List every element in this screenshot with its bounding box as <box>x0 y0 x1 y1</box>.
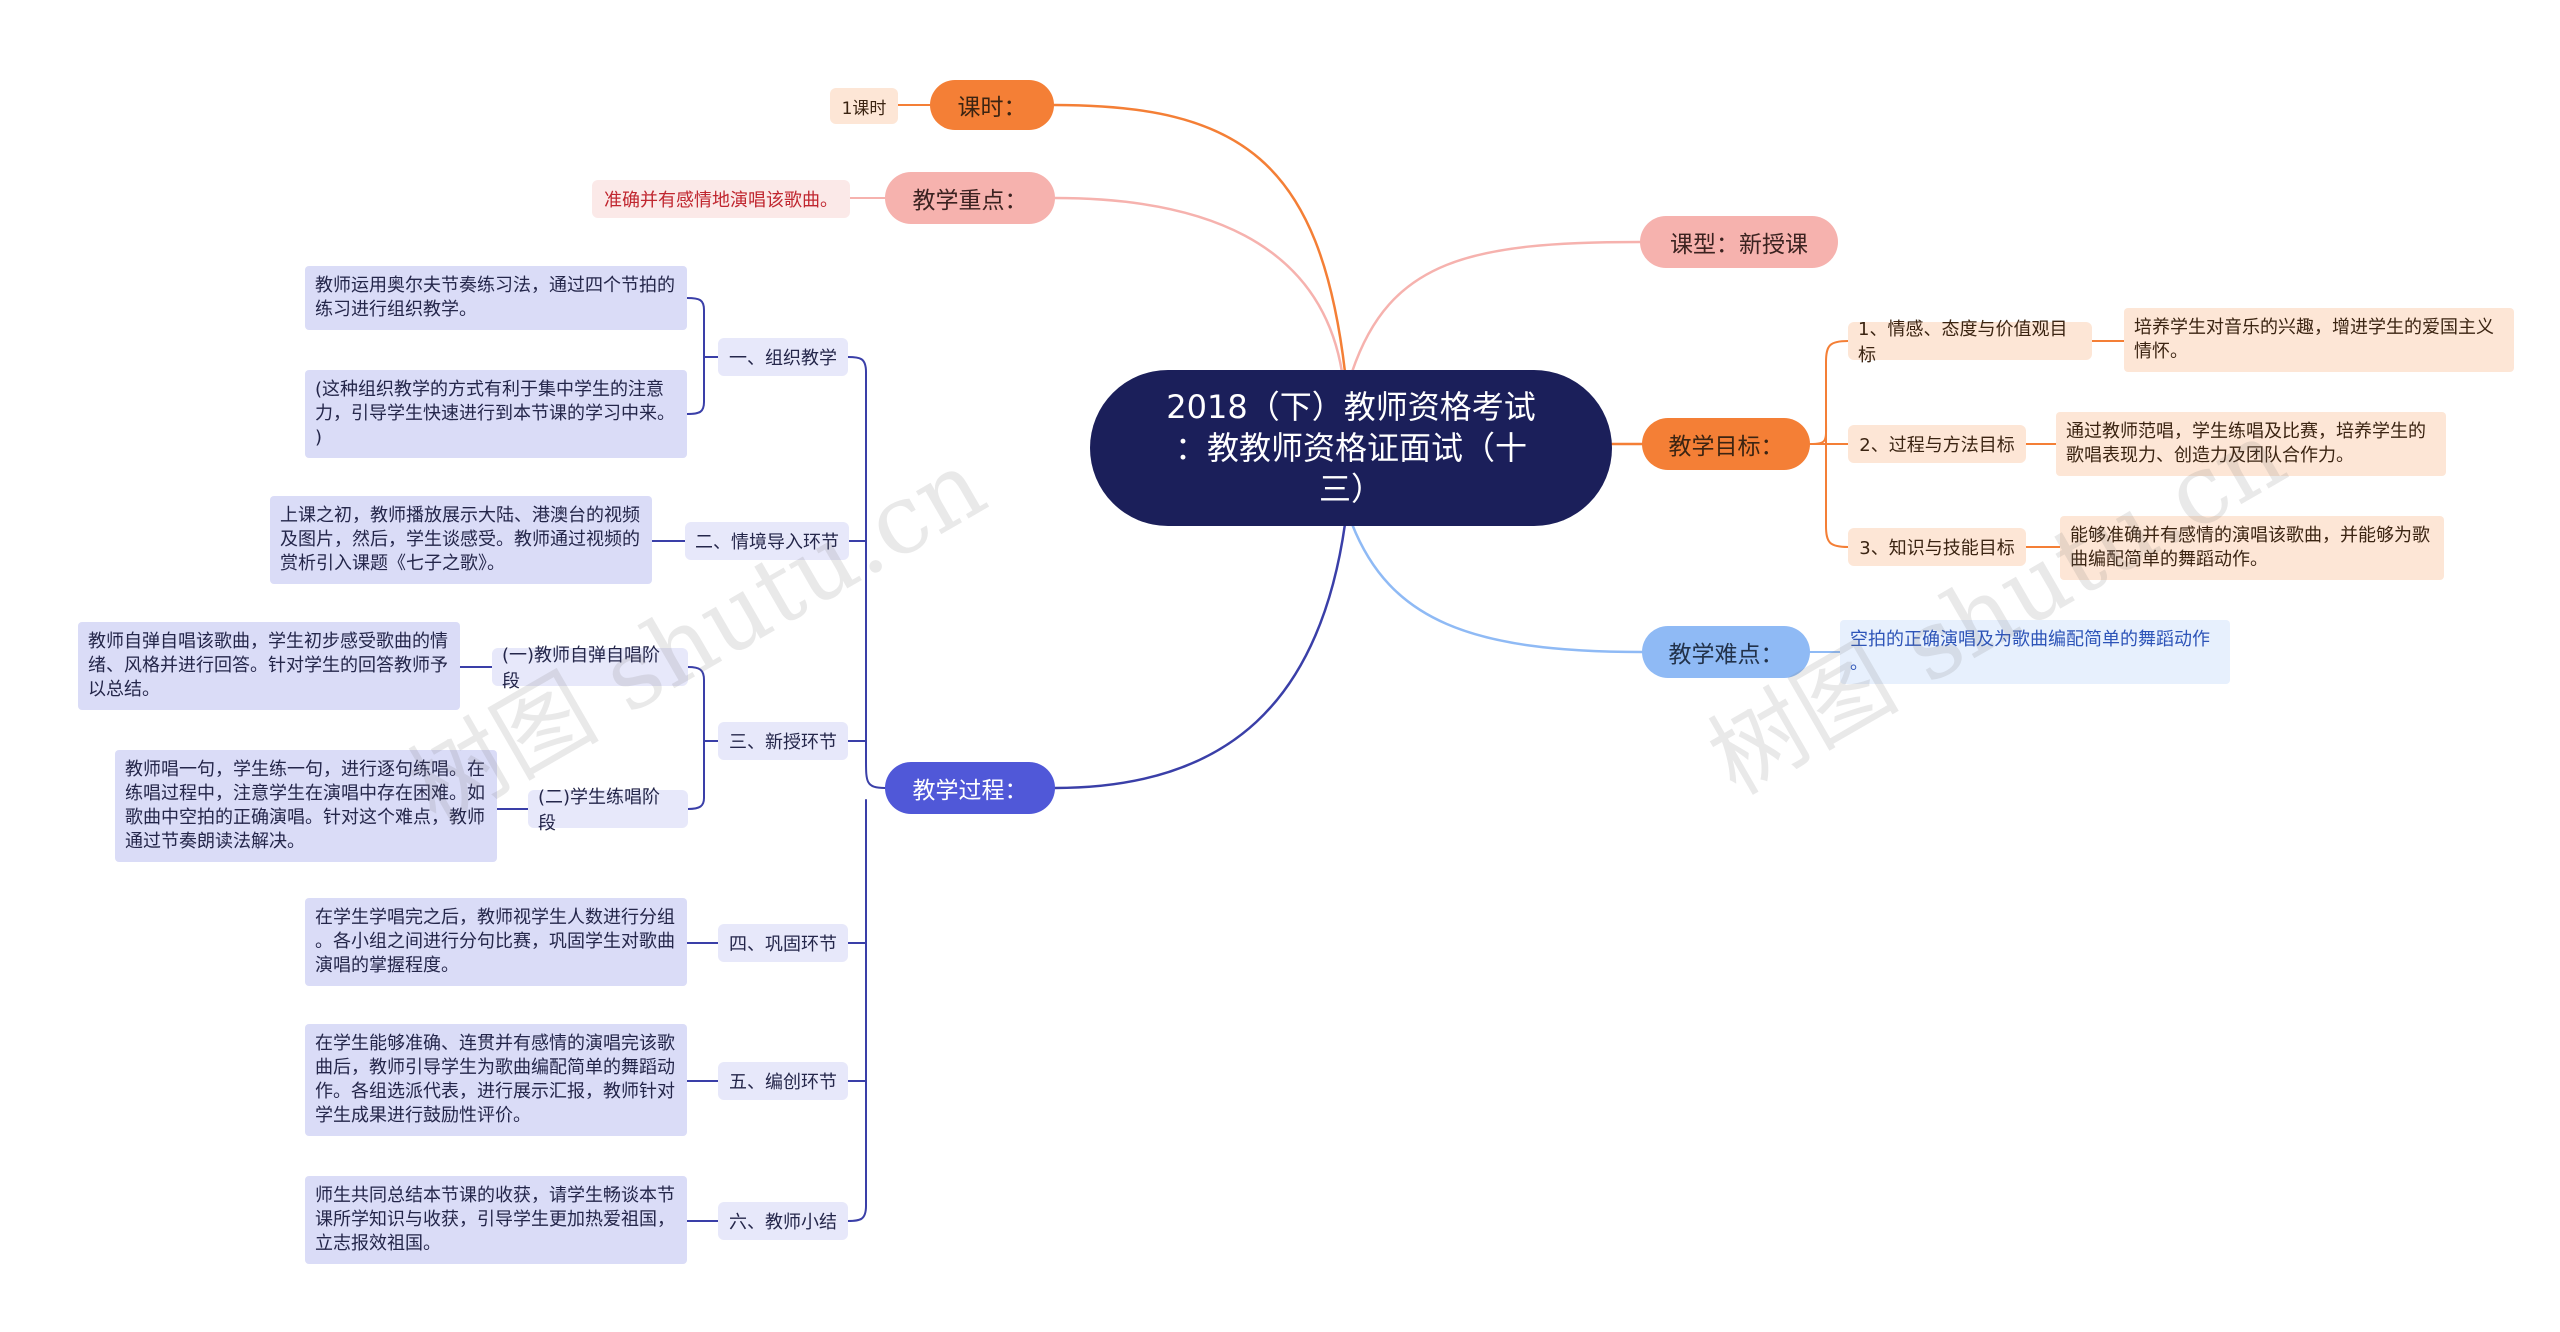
step-organize-label[interactable]: 一、组织教学 <box>718 338 848 376</box>
goal-skill-detail[interactable]: 能够准确并有感情的演唱该歌曲，并能够为歌 曲编配简单的舞蹈动作。 <box>2060 516 2444 580</box>
branch-class-hours[interactable]: 课时： <box>930 80 1054 130</box>
goal-attitude-detail[interactable]: 培养学生对音乐的兴趣，增进学生的爱国主义 情怀。 <box>2124 308 2514 372</box>
step-organize-detail-2[interactable]: (这种组织教学的方式有利于集中学生的注意 力，引导学生快速进行到本节课的学习中来… <box>305 370 687 458</box>
connector-goals-bracket <box>1809 340 1849 548</box>
connector-root-to-lesson-type <box>1350 240 1642 374</box>
connector-process-bracket <box>847 356 886 1222</box>
connector-root-to-class-hours <box>1052 103 1347 374</box>
step-summary-label[interactable]: 六、教师小结 <box>718 1202 848 1240</box>
goal-process-label[interactable]: 2、过程与方法目标 <box>1848 425 2026 463</box>
connector-step2-bracket <box>687 666 719 810</box>
step-introduction-detail[interactable]: 上课之初，教师播放展示大陆、港澳台的视频 及图片，然后，学生谈感受。教师通过视频… <box>270 496 652 584</box>
connector-step0-bracket <box>686 297 719 415</box>
branch-teaching-goals[interactable]: 教学目标： <box>1642 418 1810 470</box>
connector-root-to-process <box>1053 522 1347 790</box>
step-consolidate-label[interactable]: 四、巩固环节 <box>718 924 848 962</box>
goal-process-detail[interactable]: 通过教师范唱，学生练唱及比赛，培养学生的 歌唱表现力、创造力及团队合作力。 <box>2056 412 2446 476</box>
branch-teaching-process[interactable]: 教学过程： <box>885 762 1055 814</box>
sub-teacher-sing-label[interactable]: (一)教师自弹自唱阶段 <box>492 645 688 692</box>
class-hours-value[interactable]: 1课时 <box>830 88 898 124</box>
step-creation-label[interactable]: 五、编创环节 <box>718 1062 848 1100</box>
connector-root-to-difficulty <box>1350 522 1644 654</box>
key-point-detail[interactable]: 准确并有感情地演唱该歌曲。 <box>592 180 850 218</box>
sub-teacher-sing-detail[interactable]: 教师自弹自唱该歌曲，学生初步感受歌曲的情 绪、风格并进行回答。针对学生的回答教师… <box>78 622 460 710</box>
step-summary-detail[interactable]: 师生共同总结本节课的收获，请学生畅谈本节 课所学知识与收获，引导学生更加热爱祖国… <box>305 1176 687 1264</box>
connector-root-to-key-point <box>1053 196 1344 374</box>
step-new-lesson-label[interactable]: 三、新授环节 <box>718 722 848 760</box>
step-creation-detail[interactable]: 在学生能够准确、连贯并有感情的演唱完该歌 曲后，教师引导学生为歌曲编配简单的舞蹈… <box>305 1024 687 1136</box>
goal-attitude-label[interactable]: 1、情感、态度与价值观目标 <box>1848 319 2092 366</box>
sub-student-practice-label[interactable]: (二)学生练唱阶段 <box>528 787 688 834</box>
branch-difficulty[interactable]: 教学难点： <box>1642 626 1810 678</box>
step-introduction-label[interactable]: 二、情境导入环节 <box>685 522 849 560</box>
difficulty-detail[interactable]: 空拍的正确演唱及为歌曲编配简单的舞蹈动作 。 <box>1840 620 2230 684</box>
sub-student-practice-detail[interactable]: 教师唱一句，学生练一句，进行逐句练唱。在 练唱过程中，注意学生在演唱中存在困难。… <box>115 750 497 862</box>
goal-skill-label[interactable]: 3、知识与技能目标 <box>1848 528 2026 566</box>
root-topic[interactable]: 2018（下）教师资格考试 ：教教师资格证面试（十 三） <box>1090 370 1612 526</box>
step-organize-detail-1[interactable]: 教师运用奥尔夫节奏练习法，通过四个节拍的 练习进行组织教学。 <box>305 266 687 330</box>
branch-key-point[interactable]: 教学重点： <box>885 172 1055 224</box>
branch-lesson-type[interactable]: 课型：新授课 <box>1640 216 1838 268</box>
step-consolidate-detail[interactable]: 在学生学唱完之后，教师视学生人数进行分组 。各小组之间进行分句比赛，巩固学生对歌… <box>305 898 687 986</box>
